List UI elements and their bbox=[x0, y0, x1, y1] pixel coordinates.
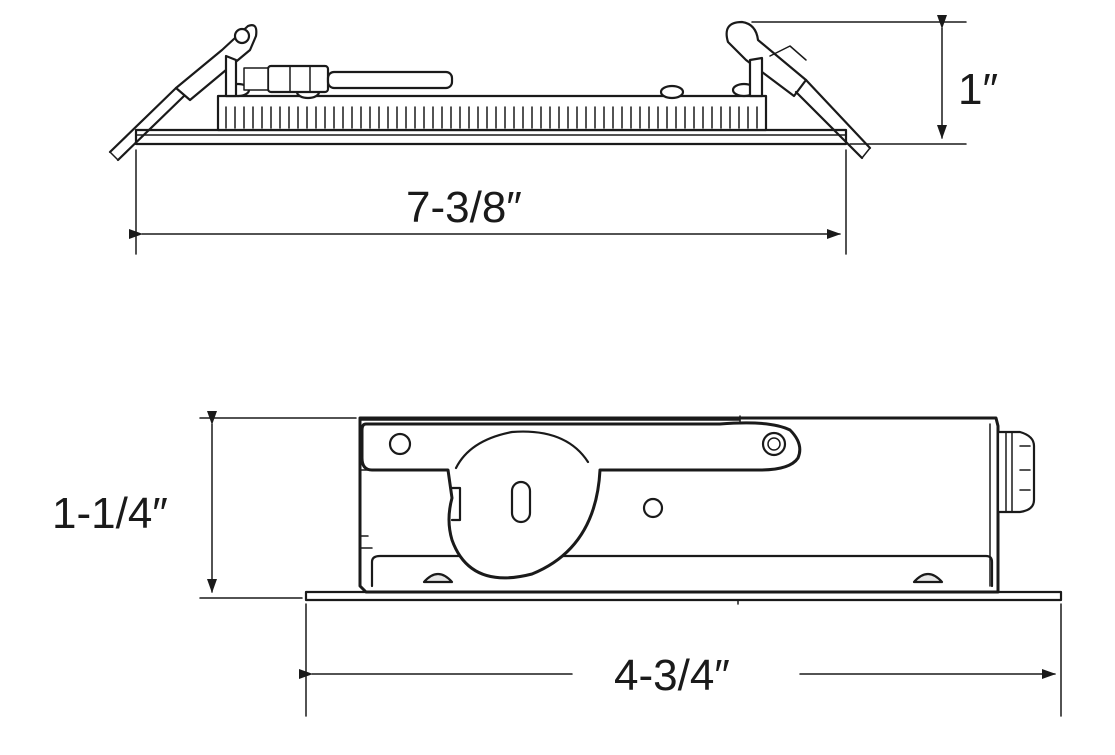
small-hole bbox=[642, 497, 664, 519]
width-dimension-4-3-4in: 4-3/4″ bbox=[299, 603, 1062, 717]
adjustment-slot bbox=[510, 480, 532, 524]
bottom-tabs bbox=[422, 572, 944, 584]
height-dimension-1in: 1″ bbox=[751, 15, 998, 145]
mounting-bracket bbox=[360, 421, 802, 580]
cable-connector bbox=[243, 64, 454, 94]
width-label-side: 4-3/4″ bbox=[614, 651, 730, 700]
heat-sink-body bbox=[216, 94, 768, 132]
base-plate bbox=[304, 590, 1063, 605]
side-connector bbox=[996, 430, 1036, 514]
height-label-side: 1-1/4″ bbox=[52, 489, 168, 538]
trim-plate bbox=[134, 128, 848, 146]
side-view: 1-1/4″ 4-3/4″ bbox=[52, 411, 1063, 717]
left-rivet-hole bbox=[388, 432, 412, 456]
width-label-top: 7-3/8″ bbox=[406, 183, 522, 232]
height-dimension-1-1-4in: 1-1/4″ bbox=[52, 411, 357, 599]
width-dimension-7-3-8in: 7-3/8″ bbox=[129, 149, 847, 255]
left-spring-clip bbox=[108, 24, 258, 162]
right-spring-clip bbox=[725, 20, 872, 160]
bracket-holes bbox=[388, 431, 787, 524]
height-label-top: 1″ bbox=[958, 65, 998, 114]
top-view: 1″ 7-3/8″ bbox=[108, 15, 998, 255]
